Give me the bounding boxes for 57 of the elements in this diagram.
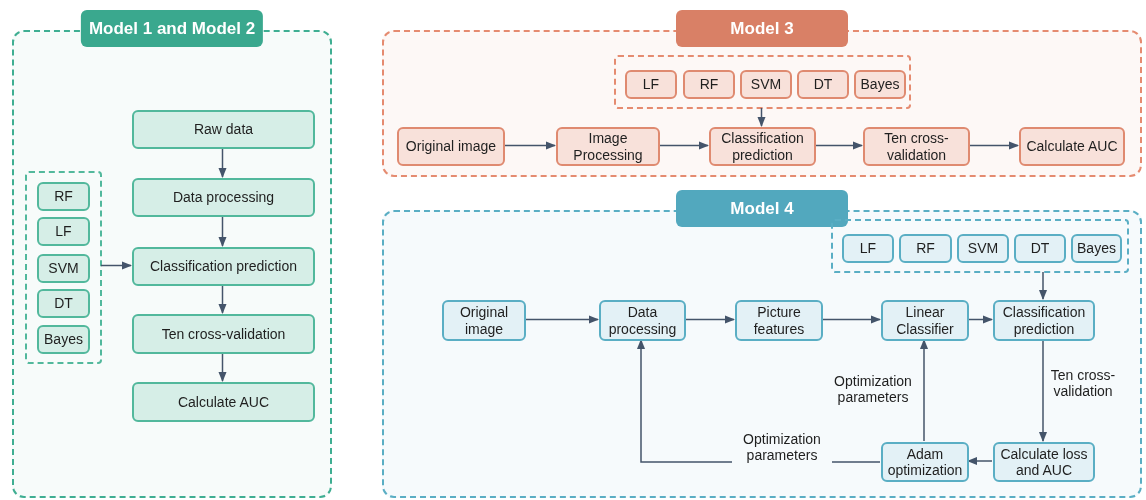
panel-title: Model 4 [676, 190, 848, 227]
arrow [1038, 271, 1048, 301]
panel-title: Model 3 [676, 10, 848, 47]
process-box: DT [37, 289, 90, 318]
process-box: LF [842, 234, 894, 263]
arrow [968, 141, 1020, 150]
process-box: Original image [442, 300, 526, 341]
dashed-group [25, 171, 102, 364]
process-box: RF [899, 234, 952, 263]
arrow [919, 338, 929, 442]
process-box: Bayes [1071, 234, 1122, 263]
arrow [100, 261, 133, 270]
process-box: RF [37, 182, 90, 211]
process-box: Original image [397, 127, 505, 166]
arrow [966, 456, 993, 466]
process-box: RF [683, 70, 735, 99]
edge-label: Optimization parameters [732, 431, 832, 464]
arrow [821, 315, 882, 324]
arrow [218, 215, 227, 248]
process-box: SVM [957, 234, 1009, 263]
arrow [658, 141, 710, 150]
process-box: LF [625, 70, 677, 99]
arrow [503, 141, 557, 150]
process-box: Bayes [37, 325, 90, 354]
process-box: Linear Classifier [881, 300, 969, 341]
arrow [218, 147, 227, 179]
process-box: Adam optimization [881, 442, 969, 482]
panel-title: Model 1 and Model 2 [80, 10, 264, 47]
process-box: SVM [740, 70, 792, 99]
process-box: SVM [37, 254, 90, 283]
dashed-group [831, 219, 1129, 273]
arrow [218, 284, 227, 315]
arrow [524, 315, 600, 324]
process-box: Calculate AUC [132, 382, 315, 422]
process-box: DT [797, 70, 849, 99]
arrow [967, 315, 994, 324]
process-box: Calculate AUC [1019, 127, 1125, 166]
arrow [757, 107, 766, 128]
process-box: Classification prediction [709, 127, 816, 166]
arrow [1038, 339, 1048, 443]
process-box: Data processing [599, 300, 686, 341]
arrow [814, 141, 864, 150]
process-box: Data processing [132, 178, 315, 217]
dashed-group [614, 55, 911, 109]
process-box: Ten cross-validation [132, 314, 315, 354]
arrow [684, 315, 736, 324]
arrow [218, 352, 227, 383]
process-box: Picture features [735, 300, 823, 341]
process-box: Calculate loss and AUC [993, 442, 1095, 482]
process-box: DT [1014, 234, 1066, 263]
process-box: Classification prediction [993, 300, 1095, 341]
process-box: Image Processing [556, 127, 660, 166]
process-box: Bayes [854, 70, 906, 99]
process-box: Raw data [132, 110, 315, 149]
process-box: LF [37, 217, 90, 246]
process-box: Classification prediction [132, 247, 315, 286]
process-box: Ten cross-validation [863, 127, 970, 166]
